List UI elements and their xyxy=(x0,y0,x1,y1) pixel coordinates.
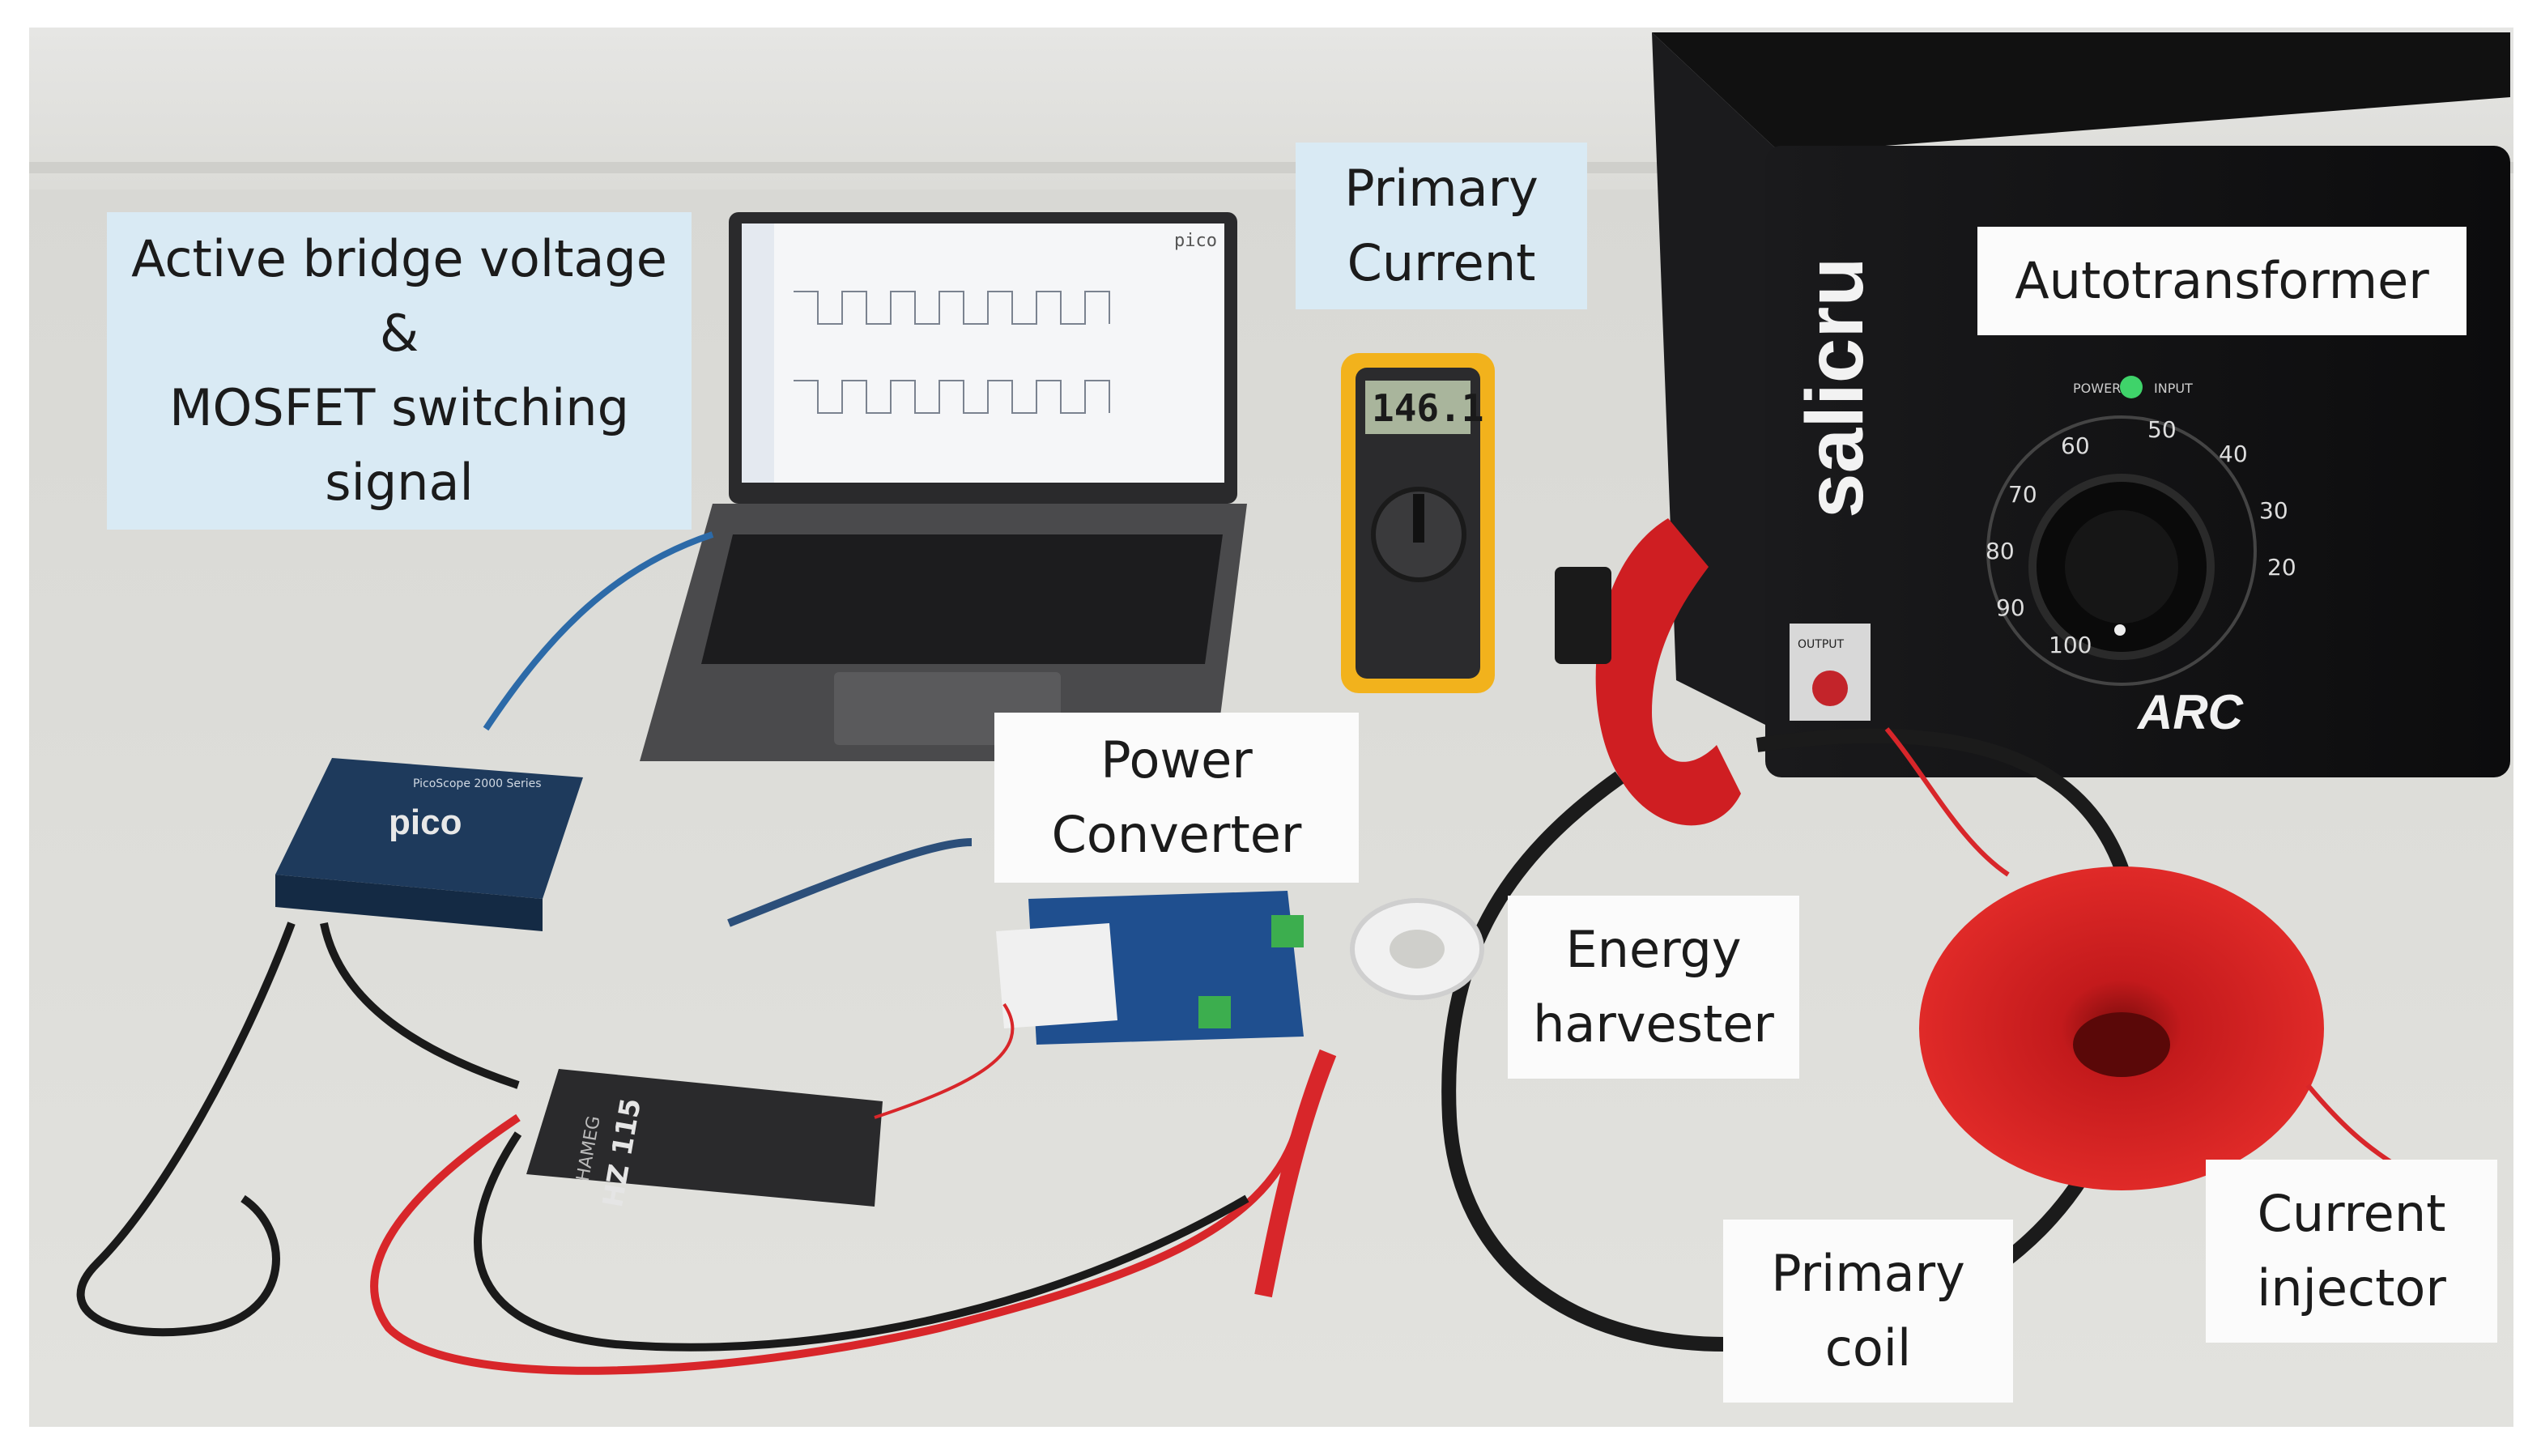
label-current-injector: Current injector xyxy=(2206,1160,2497,1343)
label-active-bridge-voltage: Active bridge voltage & MOSFET switching… xyxy=(107,212,692,530)
multimeter-reading: 146.1 xyxy=(1372,386,1483,430)
laptop-screen xyxy=(742,224,1224,483)
laptop: pico xyxy=(640,212,1247,761)
power-label: POWER xyxy=(2073,381,2121,396)
dial-mark-70: 70 xyxy=(2008,481,2037,508)
label-autotransformer: Autotransformer xyxy=(1977,227,2467,335)
power-converter-board xyxy=(996,891,1304,1045)
arc-logo: ARC xyxy=(2136,685,2245,739)
picoscope: pico PicoScope 2000 Series xyxy=(275,758,583,931)
power-indicator-light xyxy=(2120,376,2143,398)
hameg-probe: HZ 115 HAMEG xyxy=(526,1069,883,1210)
label-energy-harvester: Energy harvester xyxy=(1508,896,1799,1079)
pico-logo: pico xyxy=(389,803,462,842)
dial-mark-100: 100 xyxy=(2049,632,2092,658)
dial-mark-40: 40 xyxy=(2219,441,2248,467)
dial-mark-30: 30 xyxy=(2259,497,2288,524)
multimeter: 146.1 xyxy=(1341,353,1495,693)
red-test-lead xyxy=(1254,1049,1337,1298)
output-label: OUTPUT xyxy=(1798,638,1845,651)
cables xyxy=(76,531,2398,1375)
picoscope-series-label: PicoScope 2000 Series xyxy=(413,777,542,790)
dial-mark-50: 50 xyxy=(2147,416,2177,443)
dial-mark-90: 90 xyxy=(1996,594,2025,621)
label-primary-coil: Primary coil xyxy=(1723,1220,2013,1403)
multimeter-display xyxy=(1365,381,1471,434)
dial-scale xyxy=(1986,415,2257,686)
dial-mark-20: 20 xyxy=(2267,554,2296,581)
current-clamp xyxy=(1555,518,1741,826)
label-primary-current: Primary Current xyxy=(1296,143,1587,309)
salicru-logo: salicru xyxy=(1790,258,1880,518)
scope-waveforms xyxy=(794,291,1110,414)
dial-mark-80: 80 xyxy=(1986,538,2015,564)
label-power-converter: Power Converter xyxy=(994,713,1359,883)
screen-pico-logo: pico xyxy=(1174,231,1217,251)
dial-mark-60: 60 xyxy=(2061,432,2090,459)
input-label: INPUT xyxy=(2154,381,2193,396)
laptop-keyboard xyxy=(701,534,1223,664)
